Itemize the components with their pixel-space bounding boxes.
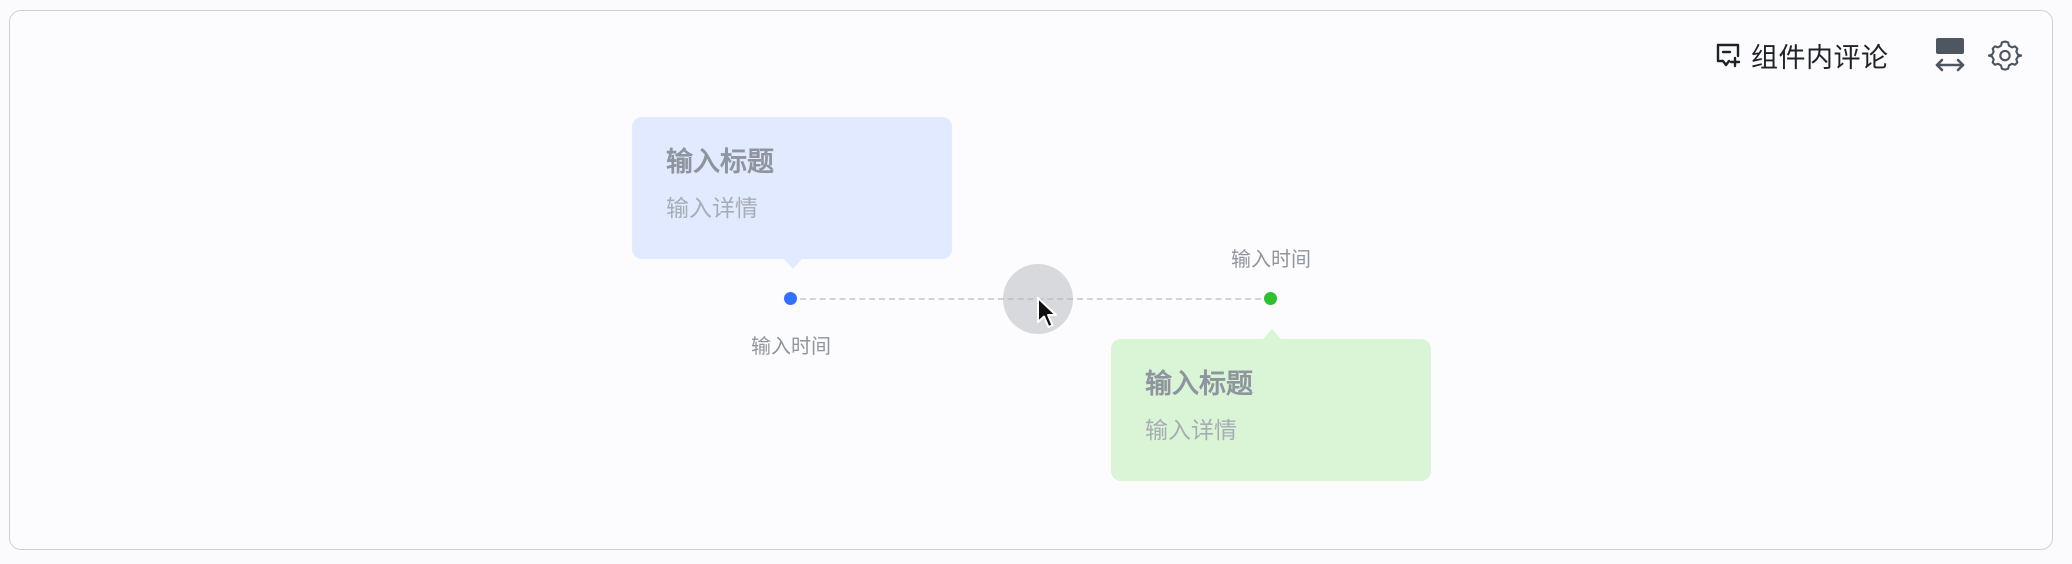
card-title[interactable]: 输入标题	[666, 147, 774, 178]
card-title[interactable]: 输入标题	[1145, 369, 1253, 400]
card-pointer	[784, 259, 802, 269]
settings-button[interactable]	[1983, 33, 2027, 77]
component-comment-label: 组件内评论	[1751, 42, 1889, 74]
comment-add-icon	[1716, 43, 1741, 68]
resize-width-button[interactable]	[1928, 33, 1972, 77]
card-detail[interactable]: 输入详情	[1145, 418, 1237, 444]
timeline-time-2[interactable]: 输入时间	[1231, 247, 1311, 271]
timeline-node-2[interactable]	[1264, 292, 1277, 305]
timeline-node-1[interactable]	[784, 292, 797, 305]
component-comment-button[interactable]: 组件内评论	[1715, 35, 1889, 75]
timeline-card-1[interactable]: 输入标题 输入详情	[632, 117, 952, 269]
mouse-pointer-icon	[1037, 297, 1057, 328]
card-detail[interactable]: 输入详情	[666, 196, 758, 222]
timeline-time-1[interactable]: 输入时间	[751, 334, 831, 358]
timeline-card-2[interactable]: 输入标题 输入详情	[1111, 329, 1431, 481]
card-pointer	[1263, 329, 1281, 339]
gear-icon	[1988, 40, 2022, 71]
resize-width-icon	[1935, 38, 1965, 72]
